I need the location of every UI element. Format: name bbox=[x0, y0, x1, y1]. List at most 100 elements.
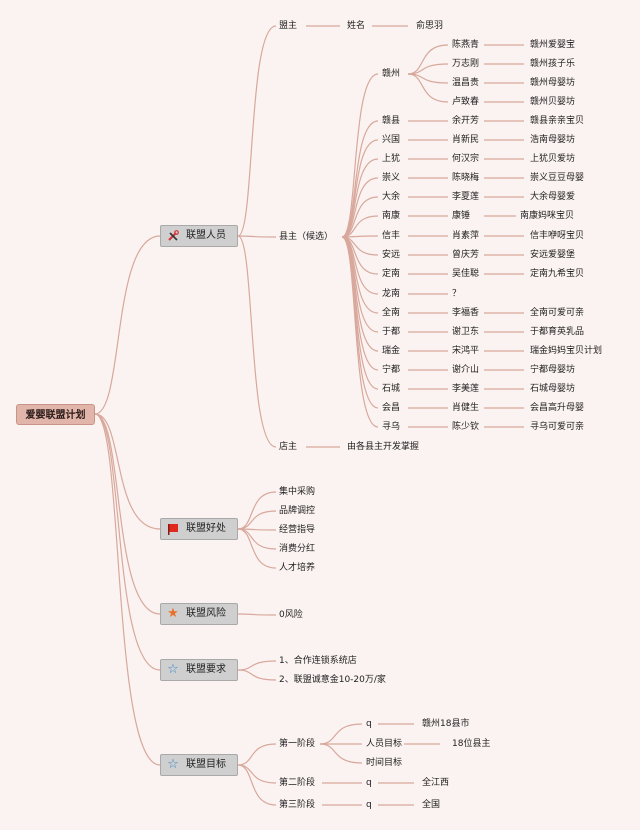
branch-members[interactable]: 联盟人员 bbox=[160, 225, 238, 247]
goal-phase1-item[interactable]: q bbox=[366, 719, 372, 729]
county-shop-name[interactable]: 会昌高升母婴 bbox=[530, 403, 585, 413]
store-owner-label[interactable]: 店主 bbox=[279, 442, 298, 452]
county-heads-label[interactable]: 县主（候选） bbox=[279, 232, 334, 242]
county-head-name[interactable]: 李夏莲 bbox=[452, 192, 480, 202]
county-shop-name[interactable]: 寻乌可爱可亲 bbox=[530, 422, 585, 432]
county-name[interactable]: 瑞金 bbox=[382, 346, 401, 356]
county-shop-name[interactable]: 赣州爱婴宝 bbox=[530, 40, 576, 50]
county-shop-name[interactable]: 赣州母婴坊 bbox=[530, 78, 576, 88]
county-head-name[interactable]: 温昌贵 bbox=[452, 78, 480, 88]
goal-phase3-label[interactable]: 第三阶段 bbox=[279, 800, 316, 810]
county-name[interactable]: 定南 bbox=[382, 269, 401, 279]
branch-benefits[interactable]: 联盟好处 bbox=[160, 518, 238, 540]
county-head-name[interactable]: 李福香 bbox=[452, 308, 480, 318]
goal-phase1-value[interactable]: 18位县主 bbox=[452, 739, 491, 749]
county-head-name[interactable]: 肖健生 bbox=[452, 403, 480, 413]
connector-curve bbox=[237, 669, 277, 681]
county-name[interactable]: 安远 bbox=[382, 250, 401, 260]
connector-curve bbox=[237, 613, 277, 616]
leader-name[interactable]: 俞思羽 bbox=[416, 21, 444, 31]
county-shop-name[interactable]: 安远爱婴堡 bbox=[530, 250, 576, 260]
connector-curve bbox=[237, 660, 277, 671]
leader-field[interactable]: 姓名 bbox=[347, 21, 366, 31]
connector-curve bbox=[237, 235, 277, 448]
county-shop-name[interactable]: 宁都母婴坊 bbox=[530, 365, 576, 375]
county-name[interactable]: 全南 bbox=[382, 308, 401, 318]
county-head-name[interactable]: 吴佳聪 bbox=[452, 269, 480, 279]
county-name[interactable]: 于都 bbox=[382, 327, 401, 337]
goal-phase3-item[interactable]: q bbox=[366, 800, 372, 810]
county-name[interactable]: 兴国 bbox=[382, 135, 401, 145]
county-shop-name[interactable]: 石城母婴坊 bbox=[530, 384, 576, 394]
branch-members-label: 联盟人员 bbox=[186, 230, 226, 241]
county-head-name[interactable]: 谢介山 bbox=[452, 365, 480, 375]
county-name[interactable]: 宁都 bbox=[382, 365, 401, 375]
county-name[interactable]: 大余 bbox=[382, 192, 401, 202]
goal-phase1-label[interactable]: 第一阶段 bbox=[279, 739, 316, 749]
county-name[interactable]: 赣县 bbox=[382, 116, 401, 126]
leader-label[interactable]: 盟主 bbox=[279, 21, 298, 31]
benefit-item[interactable]: 品牌调控 bbox=[279, 506, 316, 516]
orange-star-icon: ★ bbox=[167, 606, 179, 621]
goal-phase1-item[interactable]: 时间目标 bbox=[366, 758, 403, 768]
county-head-name[interactable]: 何汉宗 bbox=[452, 154, 480, 164]
county-shop-name[interactable]: 瑞金妈妈宝贝计划 bbox=[530, 346, 603, 356]
county-head-name[interactable]: 谢卫东 bbox=[452, 327, 480, 337]
county-head-name[interactable]: 肖新民 bbox=[452, 135, 480, 145]
county-shop-name[interactable]: 浩南母婴坊 bbox=[530, 135, 576, 145]
county-name[interactable]: 石城 bbox=[382, 384, 401, 394]
county-head-name[interactable]: 卢致春 bbox=[452, 97, 480, 107]
goal-phase2-label[interactable]: 第二阶段 bbox=[279, 778, 316, 788]
county-head-name[interactable]: 陈燕青 bbox=[452, 40, 480, 50]
county-name[interactable]: 南康 bbox=[382, 211, 401, 221]
county-shop-name[interactable]: 大余母婴爱 bbox=[530, 192, 576, 202]
county-shop-name[interactable]: 赣县亲亲宝贝 bbox=[530, 116, 585, 126]
root-node[interactable]: 爱婴联盟计划 bbox=[16, 404, 95, 425]
requirement-item[interactable]: 2、联盟诚意金10-20万/家 bbox=[279, 675, 386, 685]
county-name[interactable]: 寻乌 bbox=[382, 422, 401, 432]
benefit-item[interactable]: 经营指导 bbox=[279, 525, 316, 535]
requirement-item[interactable]: 1、合作连锁系统店 bbox=[279, 656, 357, 666]
county-head-name[interactable]: 曾庆芳 bbox=[452, 250, 480, 260]
county-shop-name[interactable]: 崇义豆豆母婴 bbox=[530, 173, 585, 183]
goal-phase2-item[interactable]: q bbox=[366, 778, 372, 788]
county-shop-name[interactable]: 赣州贝婴坊 bbox=[530, 97, 576, 107]
connector-curve bbox=[319, 723, 363, 745]
county-shop-name[interactable]: 南康妈咪宝贝 bbox=[520, 211, 575, 221]
branch-risk[interactable]: ★ 联盟风险 bbox=[160, 603, 238, 625]
county-shop-name[interactable]: 定南九希宝贝 bbox=[530, 269, 585, 279]
county-head-name[interactable]: 康锤 bbox=[452, 211, 471, 221]
county-name[interactable]: 崇义 bbox=[382, 173, 401, 183]
branch-goals[interactable]: ☆ 联盟目标 bbox=[160, 754, 238, 776]
county-name[interactable]: 上犹 bbox=[382, 154, 401, 164]
store-owner-value[interactable]: 由各县主开发掌握 bbox=[347, 442, 420, 452]
goal-phase2-value[interactable]: 全江西 bbox=[422, 778, 450, 788]
goal-phase1-item[interactable]: 人员目标 bbox=[366, 739, 403, 749]
branch-requirements[interactable]: ☆ 联盟要求 bbox=[160, 659, 238, 681]
county-head-name[interactable]: ？ bbox=[452, 289, 462, 299]
county-name[interactable]: 龙南 bbox=[382, 289, 401, 299]
connector-curve bbox=[341, 236, 379, 428]
county-name[interactable]: 赣州 bbox=[382, 69, 401, 79]
county-head-name[interactable]: 宋鸿平 bbox=[452, 346, 480, 356]
county-head-name[interactable]: 陈晓梅 bbox=[452, 173, 480, 183]
benefit-item[interactable]: 集中采购 bbox=[279, 487, 316, 497]
risk-item[interactable]: 0风险 bbox=[279, 610, 303, 620]
county-head-name[interactable]: 陈少钦 bbox=[452, 422, 480, 432]
county-shop-name[interactable]: 全南可爱可亲 bbox=[530, 308, 585, 318]
county-head-name[interactable]: 肖素萍 bbox=[452, 231, 480, 241]
county-shop-name[interactable]: 上犹贝爱坊 bbox=[530, 154, 576, 164]
county-head-name[interactable]: 万志刚 bbox=[452, 59, 480, 69]
county-shop-name[interactable]: 于都育英乳品 bbox=[530, 327, 585, 337]
connector-curve bbox=[407, 44, 449, 75]
county-head-name[interactable]: 余开芳 bbox=[452, 116, 480, 126]
county-name[interactable]: 会昌 bbox=[382, 403, 401, 413]
goal-phase1-value[interactable]: 赣州18县市 bbox=[422, 719, 470, 729]
benefit-item[interactable]: 消费分红 bbox=[279, 544, 316, 554]
benefit-item[interactable]: 人才培养 bbox=[279, 563, 316, 573]
county-shop-name[interactable]: 信丰咿呀宝贝 bbox=[530, 231, 585, 241]
goal-phase3-value[interactable]: 全国 bbox=[422, 800, 441, 810]
county-shop-name[interactable]: 赣州孩子乐 bbox=[530, 59, 576, 69]
county-head-name[interactable]: 李美莲 bbox=[452, 384, 480, 394]
county-name[interactable]: 信丰 bbox=[382, 231, 401, 241]
